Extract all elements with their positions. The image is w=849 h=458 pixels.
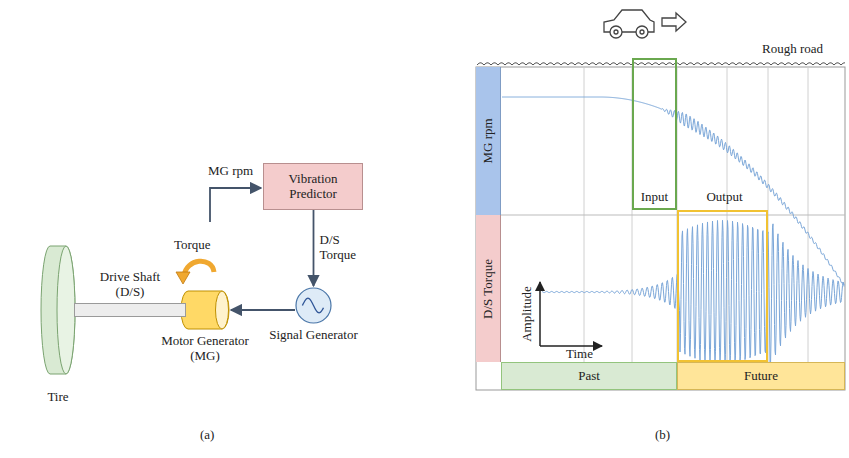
shaft-outline	[74, 303, 186, 317]
amplitude-axis	[539, 282, 541, 346]
rpm-band: MG rpm	[476, 67, 501, 215]
predictor-box: Vibration Predictor	[263, 163, 363, 210]
tire-outline	[40, 245, 76, 375]
node-text: Output	[679, 190, 770, 205]
rough-road	[477, 63, 845, 65]
node-text: Input	[641, 190, 668, 205]
output-window: Output	[677, 210, 768, 362]
panel-label: (b)	[655, 428, 670, 443]
node-text: Future	[744, 369, 778, 384]
torque-signal	[542, 220, 844, 365]
node-text: Tire	[28, 390, 88, 405]
signal-label: MG rpm	[208, 164, 253, 179]
signal-arrow	[231, 309, 295, 311]
input-arrow	[210, 188, 261, 222]
edge-label: D/S Torque	[320, 233, 366, 263]
past-band: Past	[501, 362, 677, 390]
signal-arrow	[313, 210, 315, 286]
plot-frame	[476, 67, 845, 390]
node-text: Drive Shaft (D/S)	[90, 270, 170, 300]
node-text: MG rpm	[481, 118, 496, 163]
signal-generator: Signal Generator	[295, 287, 332, 324]
torque-arrowhead	[176, 272, 190, 284]
tire: Tire	[40, 245, 76, 375]
divider-line	[476, 215, 845, 216]
road-label: Rough road	[762, 42, 823, 57]
motor-generator: Motor Generator (MG)	[180, 290, 230, 330]
node-text: Vibration Predictor	[267, 172, 359, 202]
node-text: Motor Generator (MG)	[145, 334, 265, 364]
cyl-outline	[180, 290, 230, 330]
torque-band: D/S Torque	[476, 215, 501, 362]
axis-label: Time	[566, 347, 593, 362]
drive-shaft: Drive Shaft (D/S)	[74, 303, 186, 317]
node-text: Signal Generator	[269, 328, 359, 343]
circle-outline	[295, 287, 332, 324]
future-band: Future	[677, 362, 845, 390]
input-window: Input	[632, 58, 677, 210]
node-text: Past	[578, 369, 600, 384]
node-text: D/S Torque	[481, 259, 496, 319]
torque-label: Torque	[174, 238, 211, 253]
axis-label: Amplitude	[520, 286, 535, 342]
car-icon	[604, 10, 686, 38]
panel-label: (a)	[200, 428, 214, 443]
